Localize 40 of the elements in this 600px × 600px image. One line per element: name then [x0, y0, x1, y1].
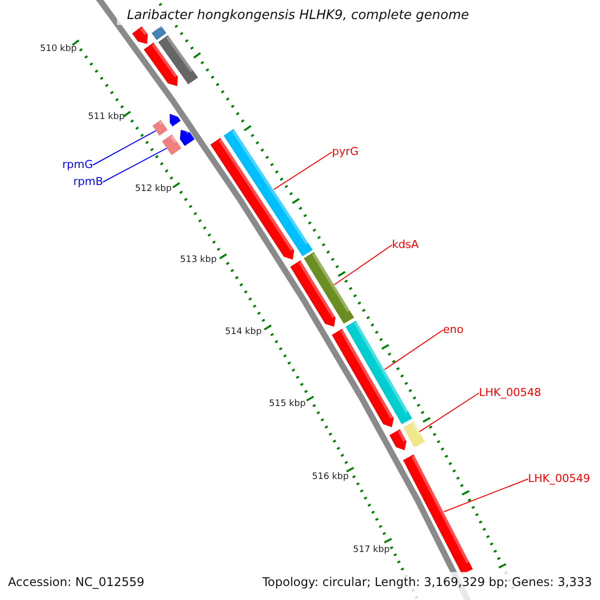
gene-feature	[180, 127, 195, 146]
accession-text: Accession: NC_012559	[8, 574, 144, 591]
scale-label: 513 kbp	[180, 254, 217, 266]
leader-line	[418, 392, 480, 432]
scale-label: 515 kbp	[269, 398, 306, 410]
gene-feature	[158, 35, 198, 84]
gene-feature	[346, 320, 412, 424]
leader-line	[334, 244, 392, 286]
gene-label: rpmG	[62, 158, 93, 172]
gene-label: eno	[443, 323, 464, 337]
gene-feature	[224, 128, 313, 256]
gene-feature	[144, 42, 178, 86]
gene-feature	[170, 112, 181, 126]
gene-feature	[304, 252, 354, 324]
gene-feature	[389, 429, 406, 450]
gene-feature	[152, 120, 168, 136]
scale-label: 511 kbp	[88, 111, 125, 123]
gene-label: kdsA	[392, 238, 419, 252]
gene-feature	[332, 328, 394, 428]
gene-feature	[290, 260, 336, 327]
gene-feature	[152, 26, 166, 40]
scale-label: 517 kbp	[353, 544, 390, 556]
scale-label: 512 kbp	[135, 183, 172, 195]
scale-label: 510 kbp	[40, 43, 77, 55]
genome-stats-text: Topology: circular; Length: 3,169,329 bp; Genes: 3,333	[262, 574, 592, 591]
leader-line	[273, 152, 332, 190]
gene-label: LHK_00549	[528, 472, 590, 486]
leader-line	[384, 330, 444, 370]
leader-line	[443, 478, 528, 512]
scale-label: 514 kbp	[225, 326, 262, 338]
gene-feature	[162, 134, 182, 156]
gene-feature	[403, 454, 473, 574]
leader-line	[102, 148, 168, 182]
gene-feature	[403, 422, 425, 448]
leader-line	[92, 130, 156, 166]
scale-label: 516 kbp	[312, 471, 349, 483]
gene-label: LHK_00548	[479, 386, 542, 400]
gene-label: rpmB	[73, 175, 103, 189]
gene-feature	[132, 26, 148, 44]
gene-label: pyrG	[332, 145, 359, 159]
